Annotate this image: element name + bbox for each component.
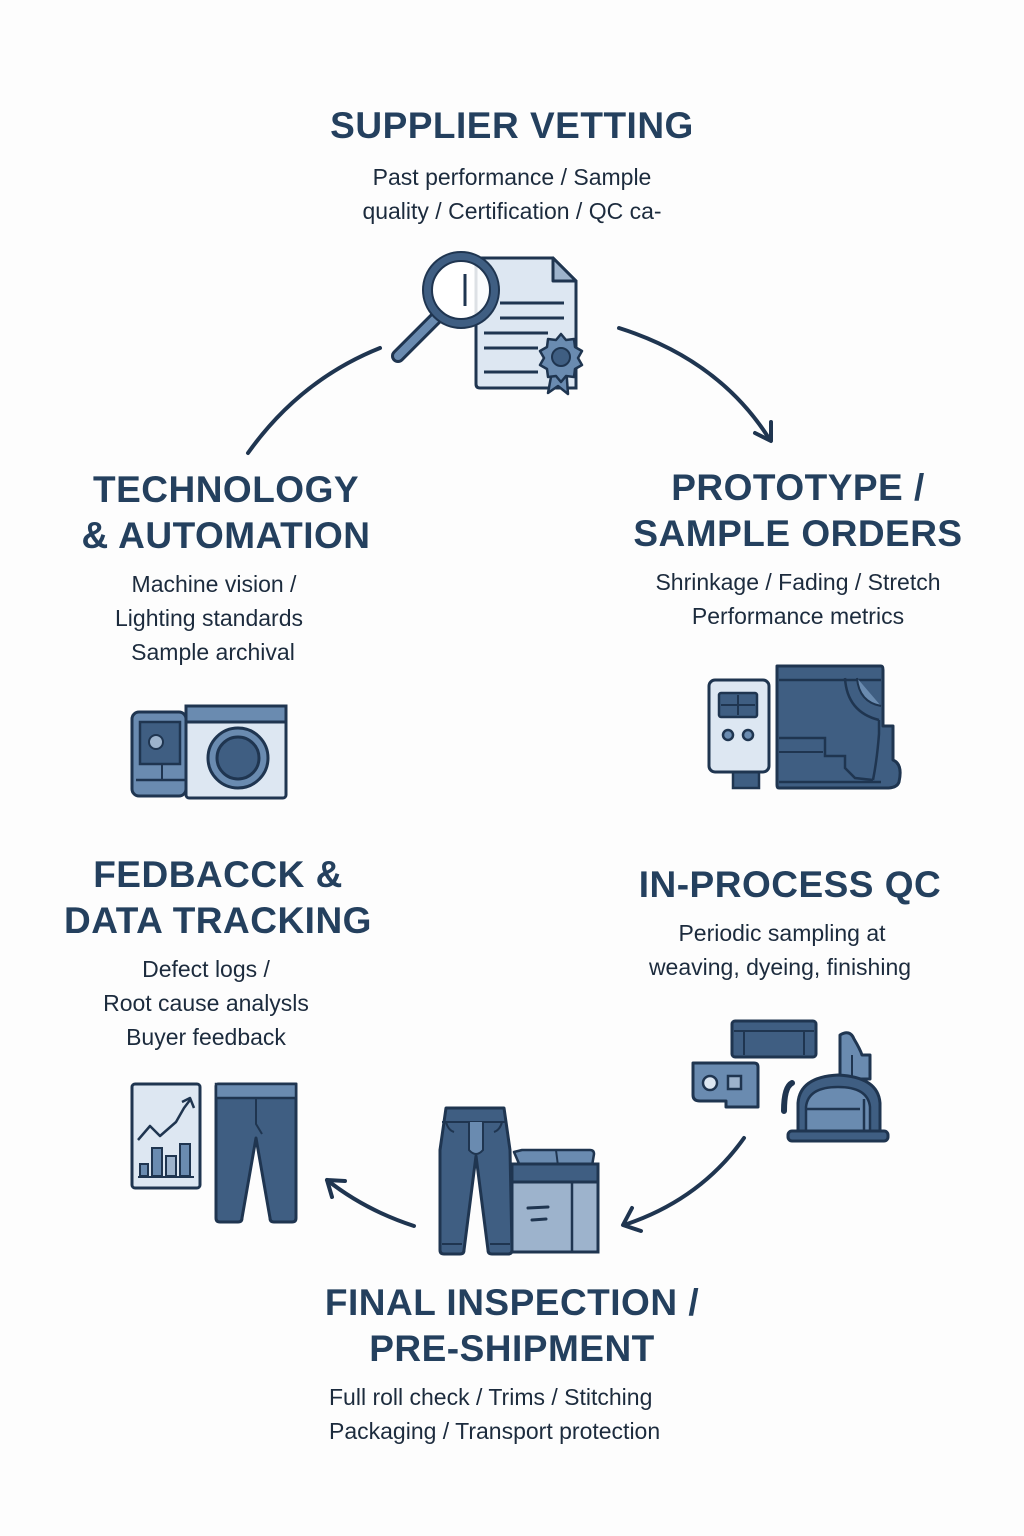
report-trousers-icon xyxy=(130,1082,298,1224)
title-line: PRE-SHIPMENT xyxy=(369,1328,655,1369)
stage-title: IN-PROCESS QC xyxy=(590,862,990,908)
camera-vision-icon xyxy=(130,704,288,800)
desc-line: Packaging / Transport protection xyxy=(329,1418,661,1444)
arrow-final-to-feedback xyxy=(325,1178,416,1228)
desc-line: Past performance / Sample xyxy=(372,164,652,190)
title-line: FINAL INSPECTION / xyxy=(324,1282,700,1323)
desc-line: Defect logs / xyxy=(142,956,270,982)
jeans-box-icon xyxy=(438,1106,600,1256)
test-meter-fabric-icon xyxy=(707,664,902,790)
title-line: SUPPLIER VETTING xyxy=(330,105,694,146)
desc-line: Performance metrics xyxy=(691,603,905,629)
machinery-icon xyxy=(691,1019,890,1143)
desc-line: weaving, dyeing, finishing xyxy=(648,954,912,980)
title-line: PROTOTYPE / xyxy=(671,467,925,508)
stage-description: Periodic sampling at weaving, dyeing, fi… xyxy=(590,916,990,984)
stage-in-process-qc: IN-PROCESS QC Periodic sampling at weavi… xyxy=(590,862,990,984)
title-line: TECHNOLOGY xyxy=(92,469,360,510)
arrow-supplier-to-prototype xyxy=(617,326,773,443)
title-line: DATA TRACKING xyxy=(64,900,372,941)
title-line: & AUTOMATION xyxy=(81,515,371,556)
stage-final-inspection: FINAL INSPECTION / PRE-SHIPMENT Full rol… xyxy=(262,1280,762,1448)
arrow-inprocess-to-final xyxy=(621,1136,746,1233)
stage-description: Defect logs / Root cause analysls Buyer … xyxy=(18,952,418,1054)
stage-description: Shrinkage / Fading / Stretch Performance… xyxy=(598,565,998,633)
stage-title: FEDBACCK & DATA TRACKING xyxy=(18,852,418,944)
title-line: IN-PROCESS QC xyxy=(638,864,942,905)
arrow-technology-to-supplier xyxy=(246,346,382,455)
stage-title: PROTOTYPE / SAMPLE ORDERS xyxy=(598,465,998,557)
desc-line: Sample archival xyxy=(131,639,295,665)
stage-feedback-data-tracking: FEDBACCK & DATA TRACKING Defect logs / R… xyxy=(18,852,418,1054)
desc-line: Machine vision / xyxy=(131,571,297,597)
stage-title: SUPPLIER VETTING xyxy=(262,103,762,149)
stage-prototype-sample-orders: PROTOTYPE / SAMPLE ORDERS Shrinkage / Fa… xyxy=(598,465,998,633)
stage-description: Machine vision / Lighting standards Samp… xyxy=(26,567,426,669)
desc-line: Buyer feedback xyxy=(126,1024,286,1050)
stage-title: TECHNOLOGY & AUTOMATION xyxy=(26,467,426,559)
title-line: SAMPLE ORDERS xyxy=(633,513,963,554)
desc-line: Root cause analysls xyxy=(103,990,309,1016)
stage-description: Full roll check / Trims / Stitching Pack… xyxy=(262,1380,762,1448)
stage-technology-automation: TECHNOLOGY & AUTOMATION Machine vision /… xyxy=(26,467,426,669)
title-line: FEDBACCK & xyxy=(93,854,343,895)
stage-supplier-vetting: SUPPLIER VETTING Past performance / Samp… xyxy=(262,103,762,228)
stage-title: FINAL INSPECTION / PRE-SHIPMENT xyxy=(262,1280,762,1372)
desc-line: Lighting standards xyxy=(115,605,303,631)
magnifier-certificate-icon xyxy=(391,251,584,396)
desc-line: Periodic sampling at xyxy=(678,920,886,946)
stage-description: Past performance / Sample quality / Cert… xyxy=(262,160,762,228)
desc-line: Full roll check / Trims / Stitching xyxy=(329,1384,653,1410)
desc-line: Shrinkage / Fading / Stretch xyxy=(655,569,941,595)
desc-line: quality / Certification / QC ca- xyxy=(362,198,662,224)
